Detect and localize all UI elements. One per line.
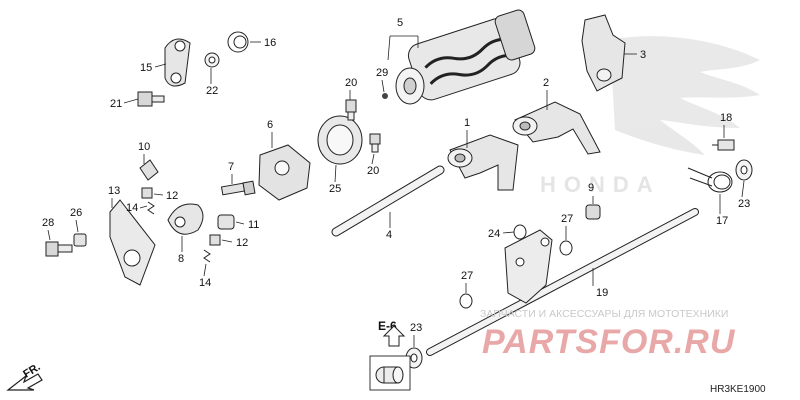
label-23-right: 23 [738, 198, 750, 210]
label-14-upper: 14 [126, 202, 138, 214]
label-29: 29 [376, 67, 388, 79]
stopper-10 [139, 159, 159, 181]
spring-14-upper [147, 201, 155, 215]
front-arrow-icon [6, 373, 43, 391]
part-labels: 1 2 3 4 5 6 7 8 9 10 11 12 12 13 14 14 1… [42, 17, 750, 334]
diagram-code: HR3KE1900 [710, 384, 766, 395]
label-22: 22 [206, 85, 218, 97]
label-21: 21 [110, 98, 122, 110]
label-27-lower: 27 [461, 270, 473, 282]
label-7: 7 [228, 161, 234, 173]
honda-wing-logo: HONDA [540, 36, 760, 197]
collar-26 [73, 233, 87, 247]
label-12-upper: 12 [166, 190, 178, 202]
label-1: 1 [464, 117, 470, 129]
bolt-7 [220, 180, 256, 196]
watermark-caption: ЗАПЧАСТИ И АКСЕССУАРЫ ДЛЯ МОТОТЕХНИКИ [480, 308, 728, 320]
circlip-27-upper [559, 240, 573, 256]
bolt-21 [137, 91, 165, 107]
label-25: 25 [329, 183, 341, 195]
shift-fork-shaft [331, 165, 445, 237]
circlip-24 [513, 224, 527, 240]
shift-fork-2 [512, 101, 601, 155]
shift-fork-1 [447, 134, 519, 191]
reference-e6: E-6 [369, 319, 411, 391]
label-5: 5 [397, 17, 403, 29]
label-19: 19 [596, 287, 608, 299]
label-20-upper: 20 [345, 77, 357, 89]
bolt-20-upper [345, 99, 357, 121]
label-17: 17 [716, 215, 728, 227]
label-20-lower: 20 [367, 165, 379, 177]
leader-lines [47, 35, 745, 347]
oil-seal-9 [585, 204, 601, 220]
label-9: 9 [588, 182, 594, 194]
label-18: 18 [720, 112, 732, 124]
label-6: 6 [267, 119, 273, 131]
bolt-20-lower [369, 133, 381, 153]
label-10: 10 [138, 141, 150, 153]
label-23-lower: 23 [410, 322, 422, 334]
label-13: 13 [108, 185, 120, 197]
label-11: 11 [248, 219, 259, 231]
pin-18 [712, 139, 735, 151]
bearing-25 [317, 115, 363, 165]
pin-29 [382, 93, 388, 99]
spring-14-lower [203, 249, 211, 263]
stopper-plate-13 [109, 199, 156, 286]
label-3: 3 [640, 49, 646, 61]
stopper-arm-8 [167, 203, 204, 235]
return-spring-17 [687, 167, 733, 193]
washer-22 [204, 52, 220, 68]
watermark-site: PARTSFOR.RU [482, 323, 736, 361]
bolt-28 [45, 241, 73, 257]
spring-16 [227, 31, 249, 53]
gearshift-spindle [426, 208, 699, 356]
label-24: 24 [488, 228, 500, 240]
label-2: 2 [543, 77, 549, 89]
washer-23-right [735, 159, 753, 181]
shift-fork-3 [581, 14, 626, 92]
honda-logo-text: HONDA [540, 172, 661, 197]
plate-15 [164, 38, 191, 87]
label-15: 15 [140, 62, 152, 74]
label-26: 26 [70, 207, 82, 219]
shift-drum [395, 9, 536, 105]
spring-12-upper [141, 187, 153, 199]
label-14-lower: 14 [199, 277, 211, 289]
collar-11 [217, 214, 235, 230]
label-28: 28 [42, 217, 54, 229]
label-27-upper: 27 [561, 213, 573, 225]
label-16: 16 [264, 37, 276, 49]
label-8: 8 [178, 253, 184, 265]
label-12-lower: 12 [236, 237, 248, 249]
front-indicator: FR. [6, 361, 43, 391]
circlip-27-lower [459, 293, 473, 309]
drum-center-6 [258, 144, 311, 201]
up-arrow-icon [382, 325, 406, 347]
label-4: 4 [386, 229, 392, 241]
spring-12-lower [209, 234, 221, 246]
